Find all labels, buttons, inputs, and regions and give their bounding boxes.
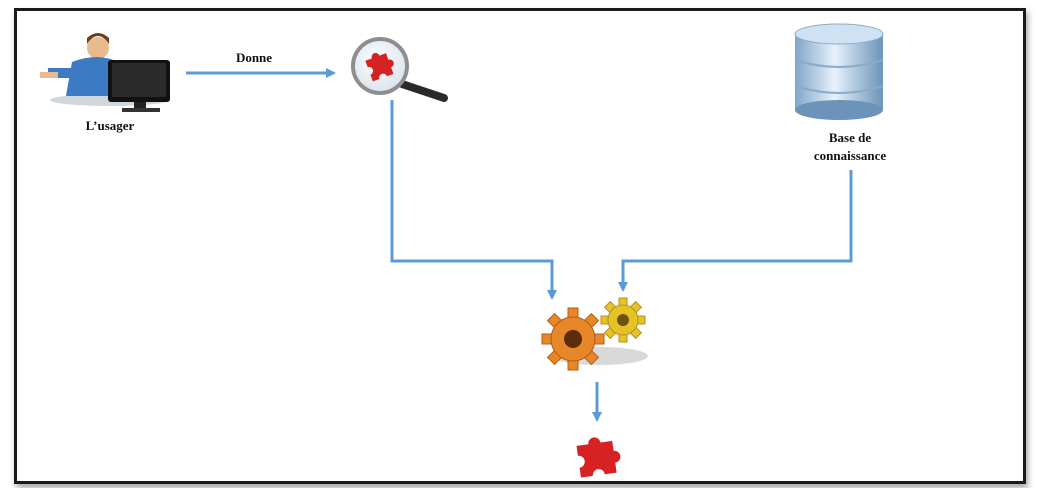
- kb-to-engine-arrow: [618, 170, 853, 292]
- database-icon: [794, 23, 884, 120]
- edge-label-donne: Donne: [235, 50, 273, 65]
- magnifier-puzzle-icon: [351, 37, 448, 102]
- user-label: L’usager: [85, 118, 135, 133]
- user-computer-icon: [40, 33, 170, 112]
- kb-label-line2: connaissance: [813, 148, 887, 163]
- result-puzzle-icon: [576, 437, 621, 478]
- query-to-engine-arrow: [390, 100, 557, 300]
- gears-icon: [541, 297, 648, 371]
- kb-label-line1: Base de: [828, 130, 872, 145]
